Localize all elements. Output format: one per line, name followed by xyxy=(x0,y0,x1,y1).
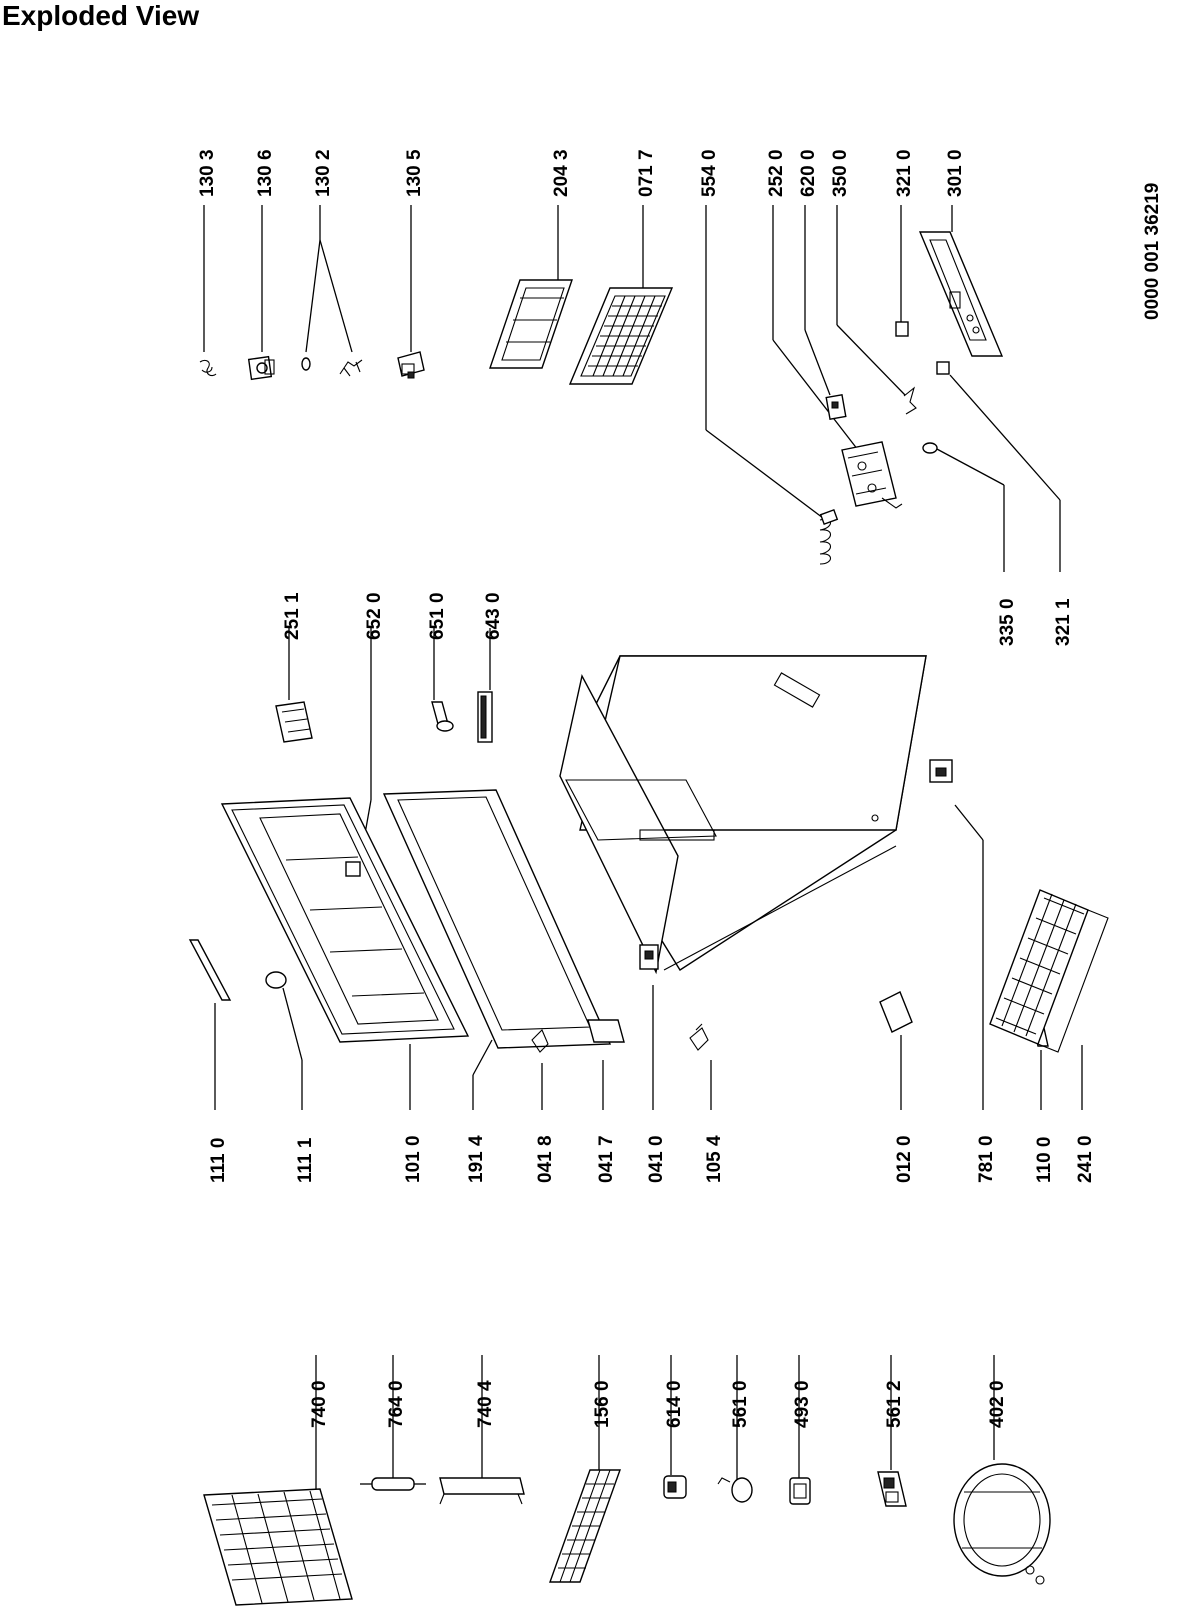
part-156-0-drawing xyxy=(549,1469,621,1583)
part-321-0-drawing xyxy=(895,321,909,337)
label-781-0: 781 0 xyxy=(976,1135,997,1183)
part-101-0-lid-drawing xyxy=(220,797,470,1043)
label-321-1: 321 1 xyxy=(1053,598,1074,646)
label-204-3: 204 3 xyxy=(551,149,572,197)
label-493-0: 493 0 xyxy=(792,1380,813,1428)
part-cabinet-body-drawing xyxy=(559,655,927,975)
label-764-0: 764 0 xyxy=(386,1380,407,1428)
part-764-0-drawing xyxy=(360,1477,426,1491)
label-740-0: 740 0 xyxy=(309,1380,330,1428)
part-012-0-drawing xyxy=(879,991,913,1033)
part-554-0-drawing xyxy=(819,509,839,565)
label-554-0: 554 0 xyxy=(699,149,720,197)
part-620-0-drawing xyxy=(825,393,847,421)
part-251-1-drawing xyxy=(275,701,313,743)
leader-lines xyxy=(203,205,1083,1490)
part-643-0-drawing xyxy=(477,691,493,743)
label-130-2: 130 2 xyxy=(313,149,334,197)
part-130-3-drawing xyxy=(199,359,217,377)
label-130-6: 130 6 xyxy=(255,149,276,197)
label-252-0: 252 0 xyxy=(766,149,787,197)
part-252-0-drawing xyxy=(841,441,903,509)
label-110-0: 110 0 xyxy=(1034,1137,1055,1184)
part-041-0-drawing xyxy=(639,944,659,970)
part-614-0-drawing xyxy=(663,1475,687,1499)
label-643-0: 643 0 xyxy=(483,592,504,640)
label-651-0: 651 0 xyxy=(427,592,448,640)
part-651-0-drawing xyxy=(431,701,454,732)
part-781-0-drawing xyxy=(929,759,953,783)
part-111-1-drawing xyxy=(265,971,287,989)
label-105-4: 105 4 xyxy=(704,1135,725,1183)
label-130-3: 130 3 xyxy=(197,149,218,197)
part-204-3-drawing xyxy=(489,279,573,369)
label-041-0: 041 0 xyxy=(646,1135,667,1183)
part-labels: 130 3 130 6 130 2 130 5 204 3 071 7 554 … xyxy=(197,149,1163,1428)
label-101-0: 101 0 xyxy=(403,1135,424,1183)
label-191-4: 191 4 xyxy=(466,1135,487,1183)
part-740-4-drawing xyxy=(439,1477,525,1505)
label-241-0: 241 0 xyxy=(1075,1135,1096,1183)
label-321-0: 321 0 xyxy=(894,149,915,197)
part-335-0-drawing xyxy=(922,442,938,454)
label-301-0: 301 0 xyxy=(945,149,966,197)
label-561-0: 561 0 xyxy=(730,1380,751,1428)
part-041-8-drawing xyxy=(531,1029,549,1053)
part-301-0-drawing xyxy=(918,231,1004,357)
part-041-7-drawing xyxy=(587,1019,625,1043)
label-111-1: 111 1 xyxy=(295,1137,316,1183)
part-350-0-drawing xyxy=(903,386,917,415)
part-241-0-basket-drawing xyxy=(989,889,1109,1053)
part-321-1-drawing xyxy=(936,361,950,375)
label-620-0: 620 0 xyxy=(798,149,819,197)
part-402-0-compressor-drawing xyxy=(953,1463,1051,1585)
part-071-7-drawing xyxy=(568,287,674,385)
page-title: Exploded View xyxy=(2,0,200,31)
part-561-0-drawing xyxy=(717,1477,753,1503)
part-493-0-drawing xyxy=(789,1477,811,1505)
part-740-0-condenser-drawing xyxy=(203,1488,353,1606)
label-652-0: 652 0 xyxy=(364,592,385,640)
label-156-0: 156 0 xyxy=(592,1380,613,1428)
label-335-0: 335 0 xyxy=(997,598,1018,646)
part-130-5-drawing xyxy=(397,351,425,379)
label-012-0: 012 0 xyxy=(894,1135,915,1183)
part-105-4-drawing xyxy=(689,1023,709,1051)
label-561-2: 561 2 xyxy=(884,1380,905,1428)
part-130-2-drawing xyxy=(301,357,363,377)
label-614-0: 614 0 xyxy=(664,1380,685,1428)
label-041-8: 041 8 xyxy=(535,1135,556,1183)
part-561-2-drawing xyxy=(877,1471,907,1507)
part-130-6-drawing xyxy=(247,355,275,381)
doc-number: 0000 001 36219 xyxy=(1142,183,1163,320)
label-350-0: 350 0 xyxy=(830,149,851,197)
label-402-0: 402 0 xyxy=(987,1380,1008,1428)
label-251-1: 251 1 xyxy=(282,592,303,640)
label-071-7: 071 7 xyxy=(636,149,657,197)
part-111-0-drawing xyxy=(188,939,232,1001)
label-130-5: 130 5 xyxy=(404,149,425,197)
label-041-7: 041 7 xyxy=(596,1135,617,1183)
label-740-4: 740 4 xyxy=(475,1380,496,1428)
label-111-0: 111 0 xyxy=(208,1138,229,1183)
